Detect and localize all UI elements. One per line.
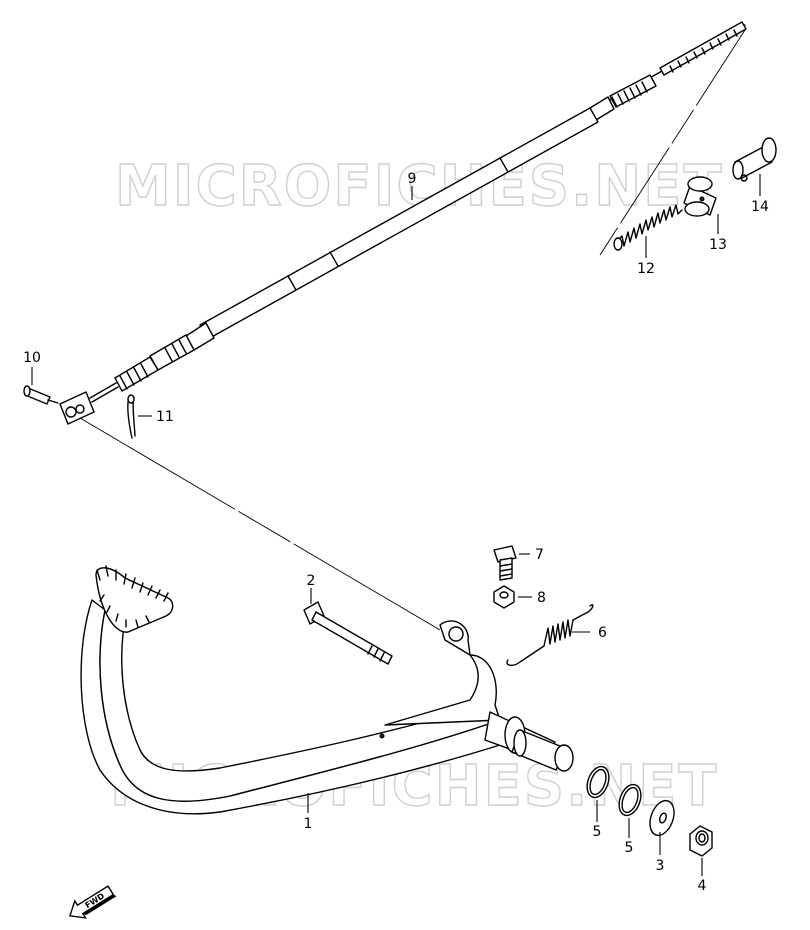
callout-13: 13 bbox=[709, 237, 727, 253]
part-9-brake-cable[interactable] bbox=[89, 21, 747, 403]
callout-11: 11 bbox=[156, 409, 174, 425]
cable-clevis[interactable] bbox=[59, 391, 95, 425]
callout-5a: 5 bbox=[593, 824, 602, 840]
callout-5b: 5 bbox=[625, 840, 634, 856]
callout-8: 8 bbox=[537, 590, 546, 606]
part-5b-o-ring[interactable] bbox=[615, 782, 645, 819]
part-6-spring[interactable] bbox=[506, 603, 594, 667]
part-1-brake-pedal[interactable] bbox=[80, 599, 574, 815]
part-12-spring[interactable] bbox=[613, 204, 683, 251]
part-8-nut[interactable] bbox=[493, 585, 515, 609]
part-7-bolt[interactable] bbox=[493, 545, 517, 581]
callout-4: 4 bbox=[698, 878, 707, 894]
callout-14: 14 bbox=[751, 199, 769, 215]
watermark-top: MICROFICHES.NET bbox=[115, 154, 724, 219]
part-2-bolt[interactable] bbox=[303, 601, 393, 665]
callout-12: 12 bbox=[637, 261, 655, 277]
callout-3: 3 bbox=[656, 858, 665, 874]
assembly-guide-lines bbox=[79, 29, 746, 631]
callout-1: 1 bbox=[304, 816, 313, 832]
callout-leaders bbox=[31, 174, 761, 876]
part-3-washer[interactable] bbox=[646, 797, 679, 838]
callout-7: 7 bbox=[535, 547, 544, 563]
fwd-arrow-icon: FWD bbox=[69, 885, 117, 919]
callout-9: 9 bbox=[408, 171, 417, 187]
part-5a-o-ring[interactable] bbox=[583, 764, 613, 801]
callout-labels: 1 2 3 4 5 5 6 7 8 9 10 11 12 13 14 bbox=[23, 171, 769, 894]
part-11-cotter-pin[interactable] bbox=[127, 394, 136, 439]
callout-2: 2 bbox=[307, 573, 316, 589]
part-4-nut[interactable] bbox=[689, 825, 713, 857]
part-14-pin[interactable] bbox=[732, 137, 777, 182]
part-13-joint[interactable] bbox=[683, 176, 717, 217]
pedal-foot-tread[interactable] bbox=[95, 565, 174, 633]
callout-10: 10 bbox=[23, 350, 41, 366]
callout-6: 6 bbox=[598, 625, 607, 641]
part-10-clevis-pin[interactable] bbox=[23, 385, 59, 405]
